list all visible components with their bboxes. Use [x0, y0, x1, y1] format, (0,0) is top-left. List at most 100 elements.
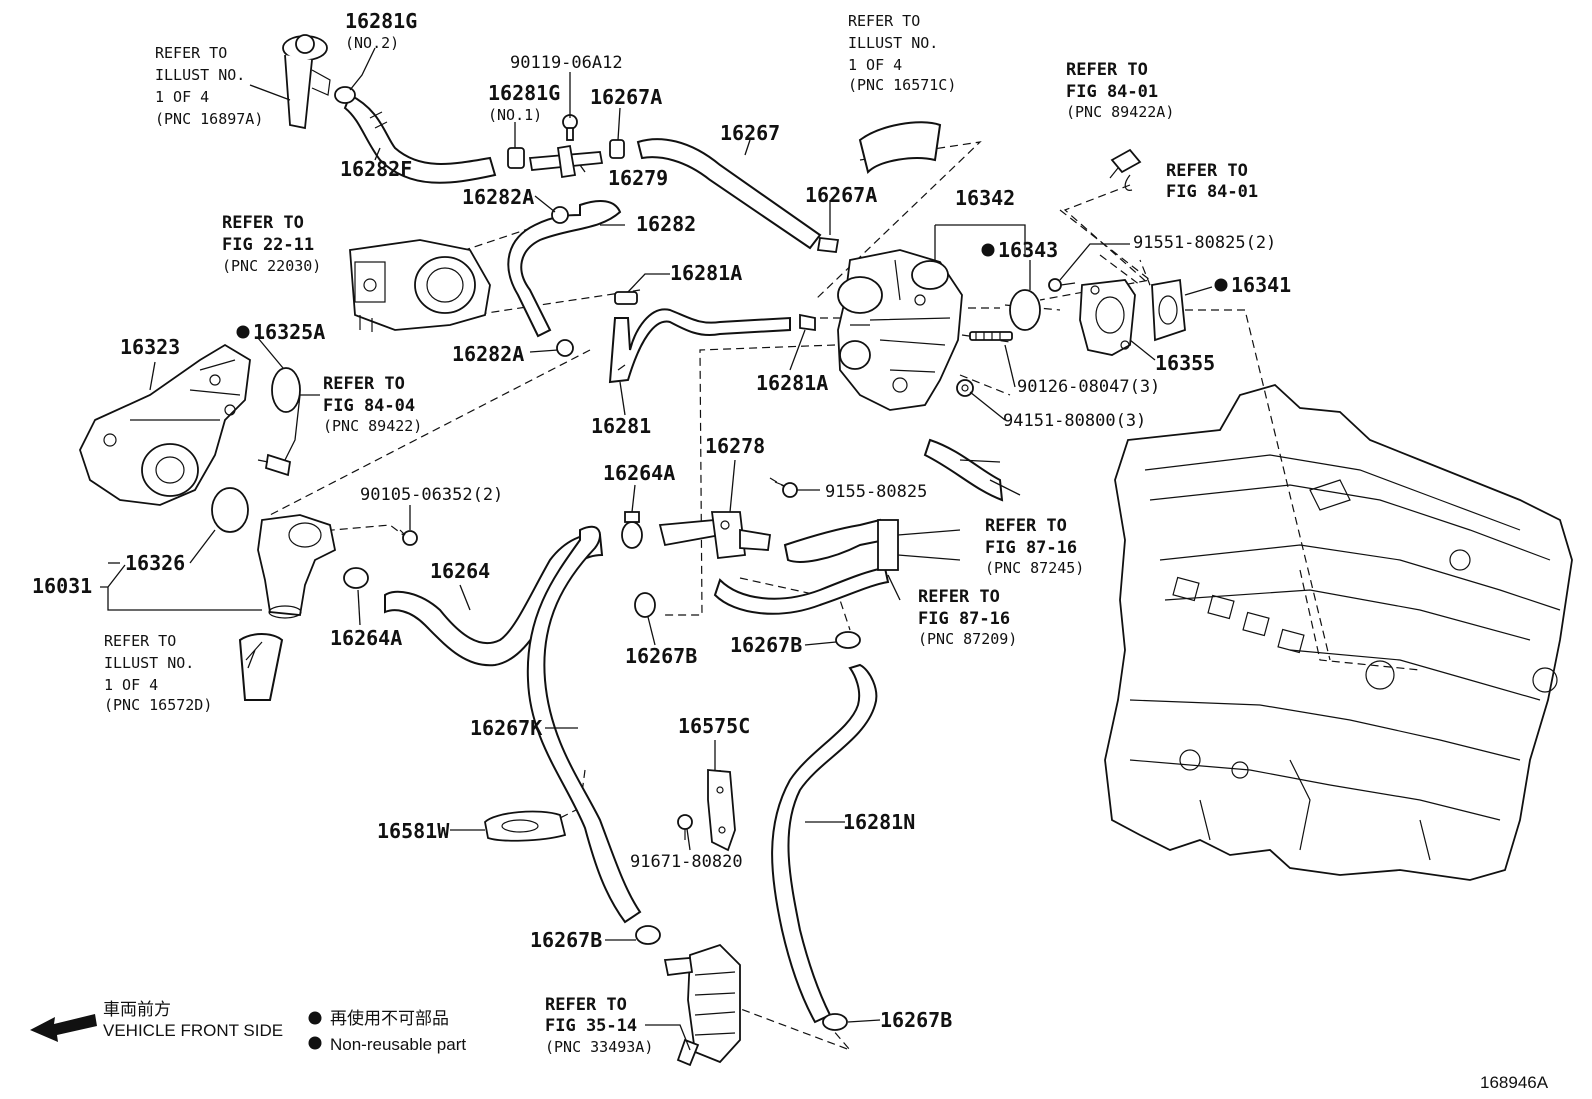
legend-nonreuse-en: Non-reusable part [330, 1035, 466, 1054]
bullet-dot-icon [308, 1011, 322, 1025]
label-16282a-top: 16282A [462, 185, 534, 209]
svg-text:REFER TO: REFER TO [155, 44, 227, 62]
label-16342: 16342 [955, 186, 1015, 210]
svg-text:REFER TO: REFER TO [545, 995, 627, 1015]
svg-text:FIG 87-16: FIG 87-16 [985, 538, 1077, 558]
refer-note-87209: REFER TO FIG 87-16 (PNC 87209) [918, 587, 1017, 648]
svg-text:(PNC 33493A): (PNC 33493A) [545, 1038, 653, 1056]
label-16282a-mid: 16282A [452, 342, 524, 366]
hose-16267 [636, 138, 822, 250]
svg-text:(PNC 89422A): (PNC 89422A) [1066, 103, 1174, 121]
sensor-89422a [1109, 148, 1142, 191]
part-labels: 16281G (NO.2) 16282F 90119-06A12 16281G … [32, 9, 1291, 1032]
svg-text:1 OF 4: 1 OF 4 [155, 88, 209, 106]
svg-text:FIG 84-04: FIG 84-04 [323, 396, 415, 416]
gasket-16325a [271, 367, 301, 413]
sensor-89422 [257, 453, 292, 477]
arrow-left-icon [30, 1014, 97, 1042]
bolt-91551 [1048, 278, 1076, 292]
figure-id: 168946A [1480, 1073, 1549, 1092]
hose-16282 [507, 199, 622, 338]
clip-16281g-no1 [507, 147, 525, 169]
clamp-16267b-a [835, 631, 861, 649]
clamp-16267a-top [609, 139, 625, 159]
svg-text:(PNC 87209): (PNC 87209) [918, 630, 1017, 648]
label-16343: 16343 [998, 238, 1058, 262]
gasket-16341 [1151, 278, 1186, 342]
label-16267b-d: 16267B [880, 1008, 952, 1032]
label-90126: 90126-08047(3) [1017, 377, 1160, 397]
clip-16281a-right [799, 313, 816, 332]
label-16264: 16264 [430, 559, 490, 583]
radiator-filler-neck [282, 34, 331, 130]
nonreuse-bullet-16341 [1214, 278, 1228, 292]
svg-text:(PNC 16572D): (PNC 16572D) [104, 696, 212, 714]
svg-text:REFER TO: REFER TO [985, 516, 1067, 536]
joint-16278 [658, 511, 772, 559]
hose-16264 [384, 533, 604, 667]
engine-block-illustration [1104, 383, 1573, 881]
label-16281a-right: 16281A [756, 371, 828, 395]
svg-text:ILLUST NO.: ILLUST NO. [104, 654, 194, 672]
label-16281n: 16281N [843, 810, 915, 834]
legend-nonreuse-jp: 再使用不可部品 [330, 1008, 449, 1028]
bolt-90105 [399, 529, 418, 546]
label-16281g-no2: 16281G [345, 9, 417, 33]
label-16267a-right: 16267A [805, 183, 877, 207]
reference-notes: REFER TO ILLUST NO. 1 OF 4 (PNC 16897A) … [104, 12, 1258, 1056]
label-9155: 9155-80825 [825, 482, 927, 502]
clamp-16267a-right [816, 237, 840, 253]
svg-text:FIG 87-16: FIG 87-16 [918, 609, 1010, 629]
hose-16281n [771, 663, 878, 1024]
svg-text:REFER TO: REFER TO [222, 213, 304, 233]
clamp-16264a-top [621, 511, 643, 549]
clamp-16267b-d [822, 1013, 848, 1031]
label-16281a-left: 16281A [670, 261, 742, 285]
label-16267b-a: 16267B [625, 644, 697, 668]
label-91671: 91671-80820 [630, 852, 743, 872]
clamp-16267b-c [635, 925, 661, 945]
nut-94151 [956, 379, 974, 397]
clamp-16581w [484, 810, 567, 842]
bolt-9155 [774, 481, 798, 498]
oil-cooler [663, 943, 741, 1067]
bracket-16575c [707, 769, 736, 852]
label-16031: 16031 [32, 574, 92, 598]
refer-note-33493a: REFER TO FIG 35-14 (PNC 33493A) [545, 995, 653, 1056]
svg-text:REFER TO: REFER TO [104, 632, 176, 650]
refer-note-16897a: REFER TO ILLUST NO. 1 OF 4 (PNC 16897A) [155, 44, 263, 128]
hose-16281 [608, 308, 791, 384]
clamp-16282a-mid [556, 339, 574, 357]
label-16581w: 16581W [377, 819, 450, 843]
oring-16343 [1009, 289, 1041, 331]
svg-text:(PNC 87245): (PNC 87245) [985, 559, 1084, 577]
thermostat-housing-16031 [257, 514, 337, 619]
label-90119: 90119-06A12 [510, 53, 623, 73]
label-16267b-b: 16267B [730, 633, 802, 657]
label-16278: 16278 [705, 434, 765, 458]
label-16282f: 16282F [340, 157, 412, 181]
label-16282: 16282 [636, 212, 696, 236]
label-16279: 16279 [608, 166, 668, 190]
stud-90126 [969, 331, 1013, 341]
svg-text:REFER TO: REFER TO [848, 12, 920, 30]
label-16267: 16267 [720, 121, 780, 145]
clip-16281a-left [614, 291, 638, 305]
label-94151: 94151-80800(3) [1003, 411, 1146, 431]
svg-text:FIG 84-01: FIG 84-01 [1166, 182, 1258, 202]
svg-text:(PNC 16571C): (PNC 16571C) [848, 76, 956, 94]
label-16281g-no1: 16281G [488, 81, 560, 105]
svg-text:FIG 22-11: FIG 22-11 [222, 235, 314, 255]
refer-note-16571c: REFER TO ILLUST NO. 1 OF 4 (PNC 16571C) [848, 12, 956, 94]
hose-16572d-stub [238, 633, 284, 701]
svg-text:(PNC 22030): (PNC 22030) [222, 257, 321, 275]
svg-text:REFER TO: REFER TO [918, 587, 1000, 607]
water-pump-16323 [79, 343, 251, 506]
nonreuse-bullet-16325a [236, 325, 250, 339]
refer-note-87245: REFER TO FIG 87-16 (PNC 87245) [985, 516, 1084, 577]
throttle-body [349, 239, 491, 332]
label-16281g-no2-sub: (NO.2) [345, 34, 399, 52]
label-16264a-bottom: 16264A [330, 626, 402, 650]
label-16326: 16326 [125, 551, 185, 575]
